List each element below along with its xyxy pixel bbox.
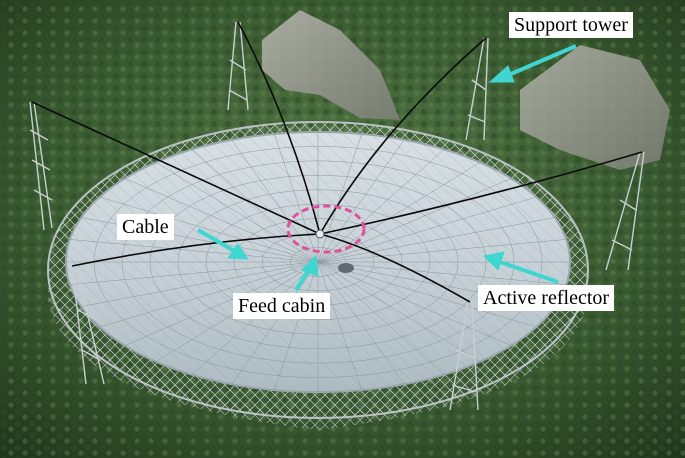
label-feed-cabin: Feed cabin [233,293,331,319]
support-tower-4 [605,151,645,271]
label-cable: Cable [117,214,174,240]
cable-6 [319,233,471,303]
cable-1 [31,101,321,235]
feed-cabin-highlight-circle [286,204,366,254]
support-towers [29,21,645,411]
cables [31,21,643,303]
label-active-reflector: Active reflector [478,285,615,311]
rock-cliff-right [520,45,670,170]
annotation-arrows [196,44,577,292]
cable-2 [237,21,321,235]
feed-cabin [315,229,325,239]
support-tower-5 [71,265,105,385]
arrow-cable [196,228,249,260]
arrow-feed-cabin [294,254,319,292]
support-tower-2 [227,21,249,111]
support-tower-3 [465,37,489,141]
support-tower-1 [29,101,53,231]
support-tower-6 [449,301,479,411]
label-support-tower: Support tower [509,12,633,38]
feed-cabin-shadow [338,263,354,273]
arrow-active-reflector [482,251,559,284]
rock-cliff-center [262,10,400,120]
arrow-support-tower [488,44,577,83]
